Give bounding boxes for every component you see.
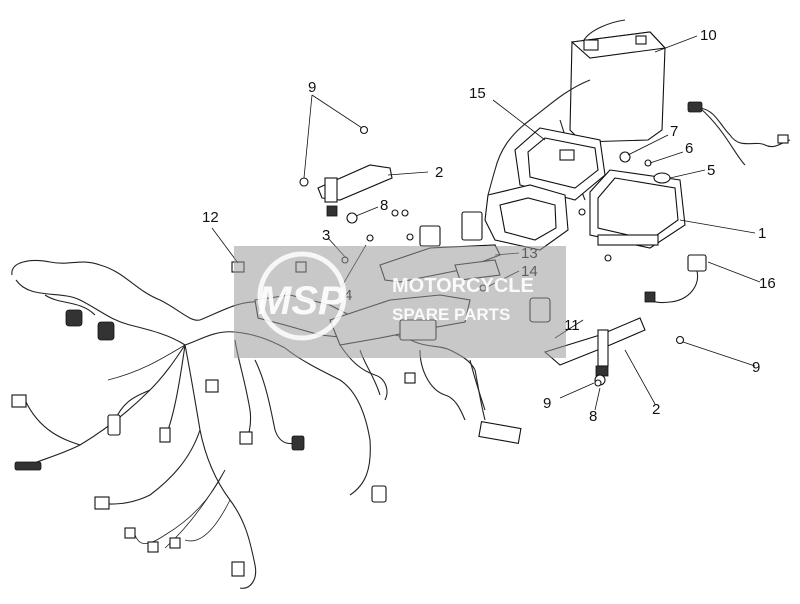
bracket-lower-right [543, 317, 685, 386]
watermark-logo: MSP [258, 279, 345, 323]
control-unit-15 [514, 127, 606, 201]
callout-9-top: 9 [308, 79, 316, 96]
callout-12: 12 [202, 209, 219, 226]
callout-16: 16 [759, 275, 776, 292]
callout-5: 5 [707, 162, 715, 179]
callout-9-bottom: 9 [543, 395, 551, 412]
relay-16 [644, 254, 707, 304]
callout-6: 6 [685, 140, 693, 157]
bracket-upper-left [299, 125, 393, 224]
watermark-logo-ring [257, 251, 347, 341]
callout-9-right: 9 [752, 359, 760, 376]
callout-15: 15 [469, 85, 486, 102]
watermark: MSP MOTORCYCLE SPARE PARTS [234, 246, 566, 358]
callout-10: 10 [700, 27, 717, 44]
callout-3: 3 [322, 227, 330, 244]
fuse-box-center [461, 169, 569, 251]
callout-7: 7 [670, 123, 678, 140]
callout-8-top: 8 [380, 197, 388, 214]
battery [569, 19, 667, 143]
callout-11: 11 [564, 317, 580, 334]
control-unit-1 [589, 169, 686, 249]
callout-2-top: 2 [435, 164, 443, 181]
watermark-line2: SPARE PARTS [392, 305, 510, 324]
callout-8-bottom: 8 [589, 408, 597, 425]
callout-1: 1 [758, 225, 766, 242]
watermark-line1: MOTORCYCLE [392, 275, 534, 297]
callout-2-bottom: 2 [652, 401, 660, 418]
